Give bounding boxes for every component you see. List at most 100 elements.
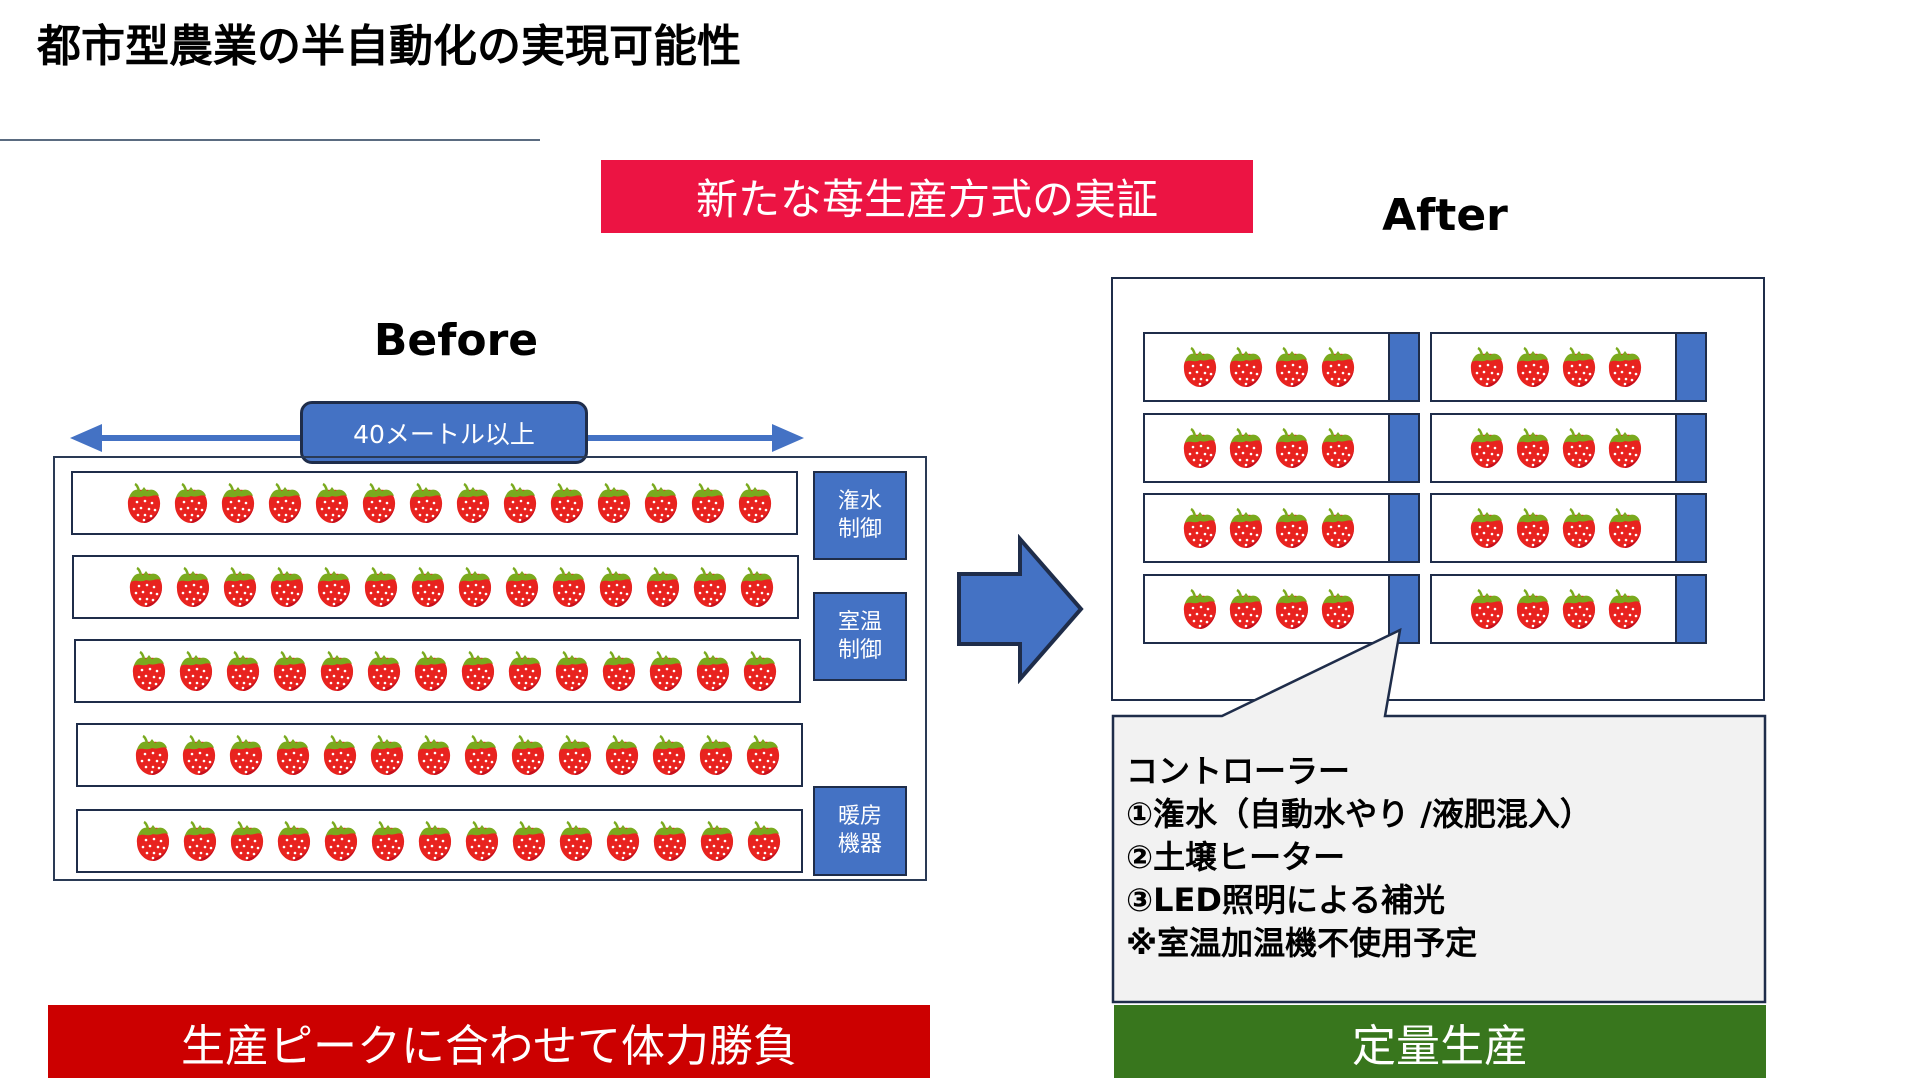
strawberry-row [72, 555, 799, 619]
growing-unit [1430, 413, 1707, 483]
strawberry-icon [1275, 427, 1309, 468]
strawberry-icon [511, 734, 545, 775]
strawberry-icon [136, 820, 170, 861]
right-arrow-icon [957, 534, 1084, 684]
control-label-line1: 潅水 [837, 488, 882, 514]
controller-unit [1675, 493, 1707, 563]
callout-item: ②土壌ヒーター [1126, 838, 1346, 876]
after-facility [1111, 277, 1765, 701]
strawberry-icon [1516, 427, 1550, 468]
strawberry-icon [508, 650, 542, 691]
strawberry-group [125, 482, 774, 524]
control-label-line2: 制御 [837, 516, 882, 542]
strawberry-icon [371, 820, 405, 861]
strawberry-icon [176, 566, 210, 607]
strawberry-icon [738, 482, 772, 523]
strawberry-icon [367, 650, 401, 691]
controller-unit [1675, 332, 1707, 402]
strawberry-icon [1470, 427, 1504, 468]
strawberry-icon [1516, 588, 1550, 629]
room-temp-control-box: 室温 制御 [813, 592, 907, 681]
strawberry-icon [746, 734, 780, 775]
strawberry-icon [1275, 507, 1309, 548]
strawberry-icon [693, 566, 727, 607]
controller-unit [1388, 332, 1420, 402]
strawberry-icon [1608, 346, 1642, 387]
strawberry-icon [315, 482, 349, 523]
strawberry-icon [1183, 588, 1217, 629]
strawberry-group [1181, 507, 1357, 549]
strawberry-row [76, 723, 803, 787]
strawberry-icon [270, 566, 304, 607]
strawberry-group [1468, 507, 1644, 549]
strawberry-icon [512, 820, 546, 861]
strawberry-icon [414, 650, 448, 691]
strawberry-icon [456, 482, 490, 523]
growing-unit [1143, 574, 1420, 644]
growing-unit [1143, 332, 1420, 402]
strawberry-icon [644, 482, 678, 523]
growing-unit [1430, 493, 1707, 563]
strawberry-icon [276, 734, 310, 775]
heating-equipment-box: 暖房 機器 [813, 786, 907, 876]
strawberry-icon [652, 734, 686, 775]
strawberry-icon [599, 566, 633, 607]
strawberry-icon [503, 482, 537, 523]
strawberry-icon [277, 820, 311, 861]
strawberry-icon [464, 734, 498, 775]
strawberry-icon [1608, 427, 1642, 468]
controller-callout [1111, 627, 1767, 1004]
strawberry-icon [411, 566, 445, 607]
strawberry-icon [1562, 346, 1596, 387]
strawberry-group [134, 820, 783, 862]
strawberry-icon [273, 650, 307, 691]
strawberry-icon [364, 566, 398, 607]
strawberry-icon [597, 482, 631, 523]
strawberry-icon [230, 820, 264, 861]
strawberry-icon [606, 820, 640, 861]
strawberry-icon [550, 482, 584, 523]
strawberry-icon [747, 820, 781, 861]
strawberry-icon [691, 482, 725, 523]
strawberry-group [1468, 346, 1644, 388]
after-summary-bar: 定量生産 [1114, 1005, 1766, 1078]
strawberry-icon [743, 650, 777, 691]
strawberry-icon [461, 650, 495, 691]
strawberry-group [133, 734, 782, 776]
strawberry-icon [1321, 588, 1355, 629]
strawberry-icon [1183, 427, 1217, 468]
strawberry-group [1181, 588, 1357, 630]
strawberry-icon [1608, 588, 1642, 629]
before-greenhouse [53, 456, 927, 881]
strawberry-icon [649, 650, 683, 691]
strawberry-icon [558, 734, 592, 775]
strawberry-icon [1183, 507, 1217, 548]
callout-heading: コントローラー [1126, 752, 1351, 790]
length-label: 40メートル以上 [300, 401, 588, 464]
strawberry-icon [1562, 588, 1596, 629]
headline-banner: 新たな苺生産方式の実証 [601, 160, 1253, 233]
strawberry-icon [268, 482, 302, 523]
before-label: Before [373, 315, 539, 366]
callout-item: ①潅水（自動水やり /液肥混入） [1126, 795, 1592, 833]
control-label-line2: 機器 [837, 832, 882, 857]
strawberry-icon [1275, 588, 1309, 629]
strawberry-group [130, 650, 779, 692]
strawberry-icon [229, 734, 263, 775]
strawberry-icon [132, 650, 166, 691]
strawberry-icon [183, 820, 217, 861]
strawberry-row [74, 639, 801, 703]
strawberry-icon [135, 734, 169, 775]
strawberry-icon [370, 734, 404, 775]
strawberry-icon [127, 482, 161, 523]
growing-unit [1143, 493, 1420, 563]
strawberry-icon [1470, 588, 1504, 629]
strawberry-icon [605, 734, 639, 775]
strawberry-row [71, 471, 798, 535]
strawberry-icon [409, 482, 443, 523]
strawberry-icon [1229, 507, 1263, 548]
growing-unit [1430, 332, 1707, 402]
strawberry-icon [1470, 346, 1504, 387]
strawberry-icon [740, 566, 774, 607]
callout-item: ③LED照明による補光 [1126, 881, 1445, 919]
